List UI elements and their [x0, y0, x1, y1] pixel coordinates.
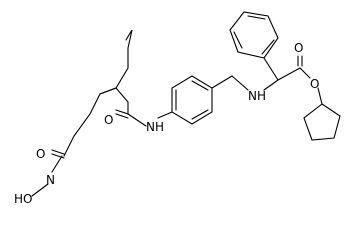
amide-linker: [99, 87, 173, 127]
bond-nh-ca: [263, 79, 279, 91]
bond-n-c: [51, 155, 63, 173]
benzene-ring-para: [171, 75, 213, 125]
benzylamine-link: [211, 75, 279, 91]
bond-c-o-double-a: [51, 153, 65, 159]
bond-ch2-nh: [231, 75, 249, 91]
alkyl-chain: [63, 29, 133, 157]
ester-group: [277, 55, 323, 105]
phenyl-inner-3: [261, 39, 275, 55]
cyclopentyl-outline: [303, 103, 341, 141]
label-nh-amide: NH: [146, 120, 164, 134]
bond-ring-ch2: [211, 75, 233, 89]
bond-amide-c-o-a: [115, 109, 129, 115]
phenyl-inner-1: [233, 31, 243, 49]
cyclopentyl-ring: [303, 103, 341, 141]
label-n-hydroxyl: N: [46, 173, 55, 187]
bond-ca-c-ester: [277, 67, 301, 81]
bond-amide-c-o-b: [115, 113, 129, 119]
structure-diagram: HO N O O NH NH O O: [14, 11, 341, 206]
ring-para-inner-2: [191, 80, 209, 91]
chain-bonds: [63, 29, 133, 157]
molecule-svg: HO N O O NH NH O O: [14, 11, 341, 206]
label-o-amide: O: [104, 113, 113, 127]
label-o-ester: O: [310, 77, 319, 91]
phenyl-ring: [229, 11, 279, 81]
ring-para-inner-3: [191, 109, 209, 120]
bond-c-o-double-b: [51, 149, 65, 155]
phenyl-inner-2: [247, 15, 266, 20]
label-o-hydroxamide: O: [36, 147, 45, 161]
bond-ho-n: [31, 183, 49, 197]
label-nh-amine: NH: [248, 89, 266, 103]
bond-amide-c-n: [127, 113, 147, 127]
hydroxamic-acid-group: [31, 149, 65, 197]
chain-to-amide: [99, 87, 129, 115]
bond-n-ring: [157, 111, 173, 119]
label-o-ester-carbonyl: O: [294, 41, 303, 55]
ring-para-outline: [171, 75, 213, 125]
bond-ester-o-cp: [317, 87, 323, 105]
atom-labels: HO N O O NH NH O O: [14, 41, 319, 206]
bond-ester-c-o-single: [299, 67, 311, 79]
label-ho: HO: [14, 192, 32, 206]
phenyl-outline: [229, 11, 279, 59]
bond-ca-phenyl: [263, 57, 279, 81]
